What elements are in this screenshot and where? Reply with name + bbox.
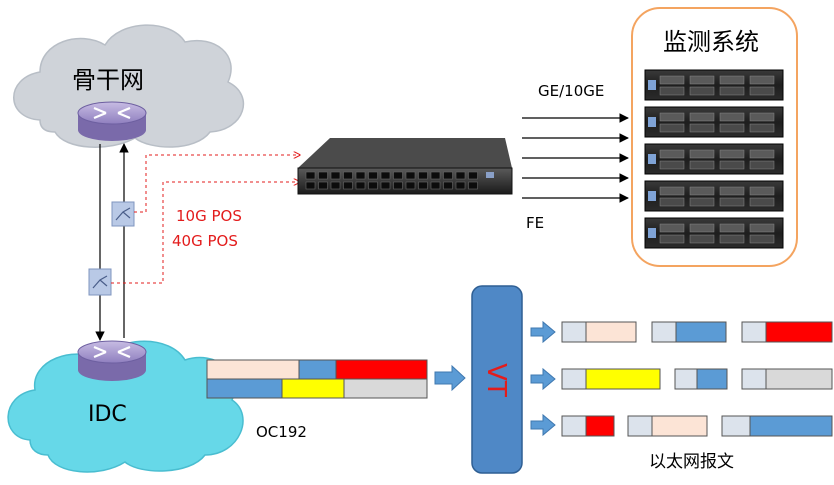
vt-label: VT: [481, 363, 511, 397]
switch-port: [380, 181, 391, 190]
oc192-frame: [206, 359, 428, 399]
ethernet-packets: [561, 321, 833, 437]
switch-port: [418, 171, 428, 180]
backbone-cloud: [13, 24, 245, 148]
switch-port: [330, 181, 341, 190]
output-arrows: [530, 320, 556, 437]
splitter-lower-icon: [88, 268, 112, 296]
switch-port: [418, 181, 428, 190]
backbone-router-icon: [77, 101, 147, 141]
switch-port: [318, 171, 328, 180]
rack-server-icon: [644, 143, 784, 175]
pos10-label: 10G POS: [176, 207, 242, 225]
switch-port: [330, 171, 341, 180]
link-arrows: [522, 113, 629, 203]
switch-port: [430, 181, 441, 190]
server-rack: [644, 69, 784, 249]
vt-box: [471, 285, 523, 474]
idc-label: IDC: [88, 402, 127, 427]
switch-port: [318, 181, 328, 190]
switch-port: [305, 171, 316, 180]
rack-server-icon: [644, 106, 784, 138]
switch-port: [368, 171, 378, 180]
rack-server-icon: [644, 217, 784, 249]
switch-port: [305, 181, 316, 190]
aggregation-switch-icon: [297, 138, 513, 195]
oc192-label: OC192: [256, 423, 307, 441]
switch-port: [468, 171, 478, 180]
switch-port: [443, 181, 453, 190]
pos40-label: 40G POS: [172, 232, 238, 250]
switch-port: [343, 181, 353, 190]
switch-port: [393, 171, 403, 180]
rack-server-icon: [644, 69, 784, 101]
switch-port: [343, 171, 353, 180]
splitter-upper-icon: [111, 201, 135, 227]
tap-line-lower: [111, 182, 300, 284]
switch-port: [355, 171, 366, 180]
fe-label: FE: [526, 214, 544, 232]
backbone-label: 骨干网: [72, 66, 144, 94]
ethernet-label: 以太网报文: [649, 452, 734, 472]
switch-port: [393, 181, 403, 190]
switch-port: [380, 171, 391, 180]
switch-port: [405, 171, 416, 180]
tap-line-upper: [134, 155, 300, 213]
switch-port: [368, 181, 378, 190]
switch-port: [405, 181, 416, 190]
ge-label: GE/10GE: [538, 82, 604, 100]
switch-port: [355, 181, 366, 190]
block-arrow-to-vt: [434, 364, 466, 392]
switch-port: [455, 181, 466, 190]
monitor-title: 监测系统: [663, 28, 759, 56]
idc-router-icon: [77, 340, 147, 381]
switch-port: [455, 171, 466, 180]
switch-port: [468, 181, 478, 190]
rack-server-icon: [644, 180, 784, 212]
switch-port: [443, 171, 453, 180]
switch-port: [430, 171, 441, 180]
